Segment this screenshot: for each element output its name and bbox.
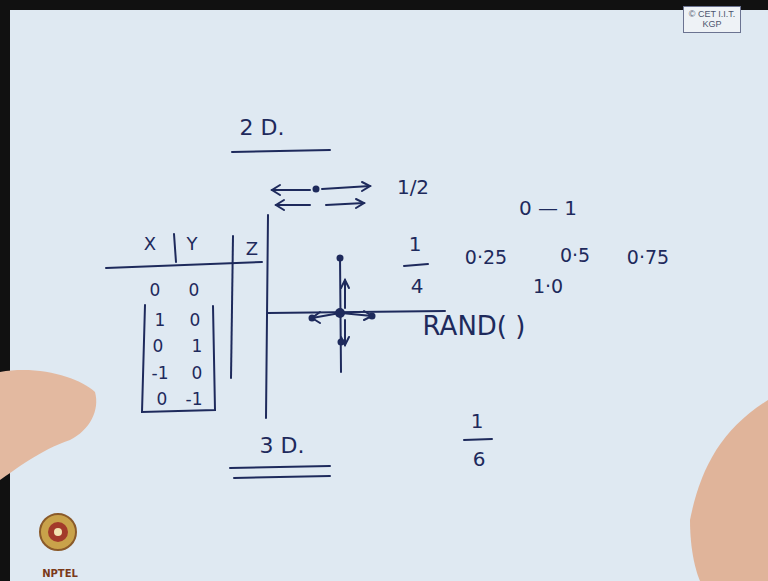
fraction-denominator: 6 xyxy=(473,448,486,470)
value-note: 0·5 xyxy=(560,245,590,266)
watermark-box: © CET I.I.T. KGP xyxy=(683,6,741,33)
value-note: 1·0 xyxy=(533,276,563,297)
range-note: 0 — 1 xyxy=(519,197,577,219)
fraction-denominator: 4 xyxy=(411,275,424,297)
table-cell: 0 xyxy=(153,337,164,356)
logo-text: NPTEL xyxy=(42,568,78,579)
table-header: X xyxy=(144,234,156,254)
function-name: RAND( ) xyxy=(423,312,526,341)
table-header: Y xyxy=(187,234,198,254)
hand xyxy=(690,400,768,581)
dots xyxy=(309,186,376,346)
table-cell: 1 xyxy=(192,337,203,356)
table-cell: 0 xyxy=(150,281,161,300)
table-cell: 0 xyxy=(157,390,168,409)
section-heading: 3 D. xyxy=(260,434,305,458)
section-heading: 2 D. xyxy=(240,116,285,140)
fraction: 1/2 xyxy=(397,176,429,198)
fraction-numerator: 1 xyxy=(471,410,484,432)
table-cell: -1 xyxy=(152,364,169,383)
watermark-text: © CET I.I.T. KGP xyxy=(687,9,737,30)
table-cell: 1 xyxy=(155,311,166,330)
frame-edge xyxy=(0,0,10,581)
value-note: 0·75 xyxy=(627,247,669,268)
value-note: 0·25 xyxy=(465,247,507,268)
hand xyxy=(0,370,96,480)
frame-edge xyxy=(0,0,768,10)
fraction-numerator: 1 xyxy=(409,233,422,255)
table-cell: 0 xyxy=(189,281,200,300)
table-cell: 0 xyxy=(192,364,203,383)
table-header: Z xyxy=(246,239,258,259)
nptel-logo xyxy=(40,514,76,550)
table-cell: -1 xyxy=(186,390,203,409)
table-cell: 0 xyxy=(190,311,201,330)
